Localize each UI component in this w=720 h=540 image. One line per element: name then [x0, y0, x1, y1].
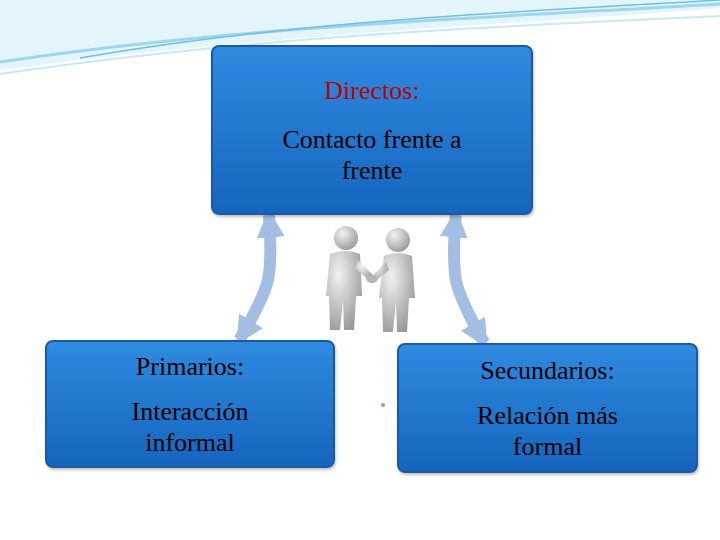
- text-box: Directos: Contacto frente a frente: [211, 45, 533, 215]
- text-box: Secundarios: Relación más formal: [397, 343, 698, 473]
- double-arrow: [454, 215, 484, 343]
- person-head: [334, 226, 358, 250]
- box-body: Relación más formal: [454, 400, 641, 462]
- illustration-frame: [304, 213, 438, 340]
- text-box: Primarios: Interacción informal: [45, 340, 335, 468]
- box-heading: Secundarios:: [480, 355, 614, 386]
- box-body: Contacto frente a frente: [253, 124, 491, 186]
- handshake-illustration: [304, 213, 438, 340]
- box-heading: Primarios:: [136, 351, 244, 382]
- person-body: [326, 251, 362, 330]
- dot: [381, 403, 385, 407]
- box-body: Interacción informal: [107, 396, 273, 458]
- hands: [366, 275, 378, 283]
- box-heading: Directos:: [324, 75, 419, 106]
- double-arrow: [239, 215, 270, 340]
- person-head: [386, 228, 410, 252]
